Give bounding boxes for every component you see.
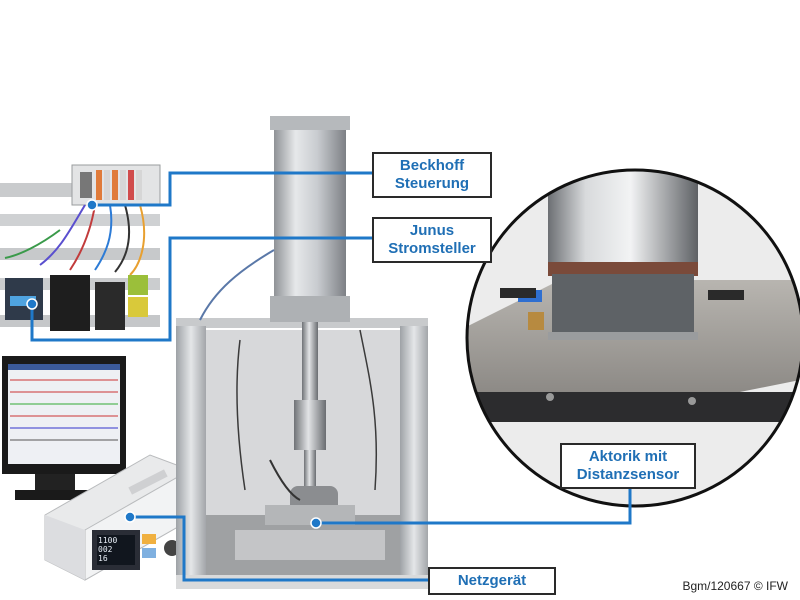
zoom-detail bbox=[465, 168, 800, 508]
label-beckhoff: Beckhoff Steuerung bbox=[372, 152, 492, 198]
power-supply-display: 1100 002 16 bbox=[98, 536, 134, 563]
power-supply bbox=[44, 454, 191, 581]
din-rail-assembly bbox=[0, 164, 161, 331]
label-junus-line1: Junus bbox=[409, 222, 455, 239]
callout-dot-aktorik bbox=[310, 517, 322, 529]
label-beckhoff-line2: Steuerung bbox=[394, 175, 470, 192]
display-row-2: 002 bbox=[98, 545, 113, 554]
label-junus-line2: Stromsteller bbox=[388, 240, 476, 257]
callout-dots bbox=[26, 199, 322, 529]
label-beckhoff-line1: Beckhoff bbox=[399, 157, 465, 174]
image-caption: Bgm/120667 © IFW bbox=[682, 579, 788, 593]
display-row-3: 16 bbox=[98, 554, 108, 563]
callout-dot-junus bbox=[26, 298, 38, 310]
label-netzgeraet: Netzgerät bbox=[428, 567, 556, 595]
callout-line-netzgeraet bbox=[130, 515, 428, 582]
callout-dot-netzgeraet bbox=[124, 511, 136, 523]
monitor bbox=[2, 356, 126, 500]
callout-lines bbox=[30, 171, 632, 582]
test-rig bbox=[176, 116, 428, 589]
label-junus: Junus Stromsteller bbox=[372, 217, 492, 263]
callout-line-junus bbox=[30, 236, 372, 342]
callout-line-aktorik bbox=[316, 486, 632, 525]
callout-line-beckhoff bbox=[92, 171, 372, 207]
callout-dot-beckhoff bbox=[86, 199, 98, 211]
display-row-1: 1100 bbox=[98, 536, 118, 545]
label-aktorik-line2: Distanzsensor bbox=[576, 466, 680, 483]
label-aktorik: Aktorik mit Distanzsensor bbox=[560, 443, 696, 489]
label-netzgeraet-line1: Netzgerät bbox=[457, 572, 527, 589]
label-aktorik-line1: Aktorik mit bbox=[588, 448, 668, 465]
